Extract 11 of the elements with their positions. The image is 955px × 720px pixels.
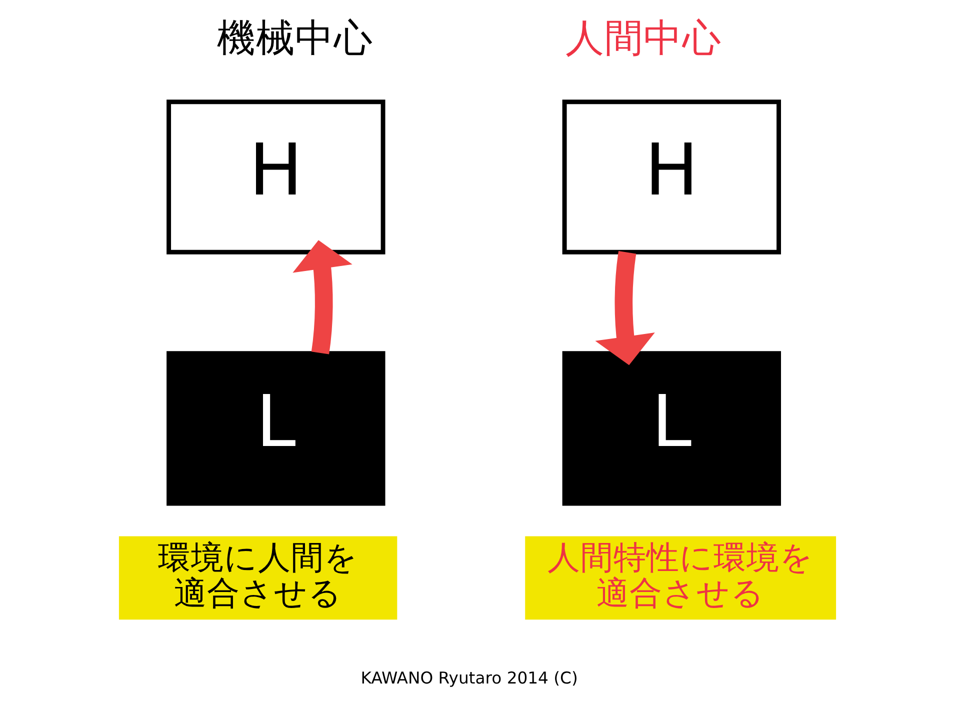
- node-box: H: [166, 100, 386, 254]
- node-box: H: [562, 100, 781, 254]
- node-box: L: [166, 351, 386, 506]
- node-box: 環境に人間を適合させる: [118, 536, 398, 620]
- arrow: [292, 240, 352, 354]
- label: 機械中心: [217, 16, 374, 61]
- node-box: L: [562, 351, 781, 506]
- label: 人間中心: [565, 16, 722, 61]
- arrow: [595, 251, 655, 366]
- label: KAWANO Ryutaro 2014 (C): [360, 668, 578, 688]
- node-box: 人間特性に環境を適合させる: [525, 536, 836, 620]
